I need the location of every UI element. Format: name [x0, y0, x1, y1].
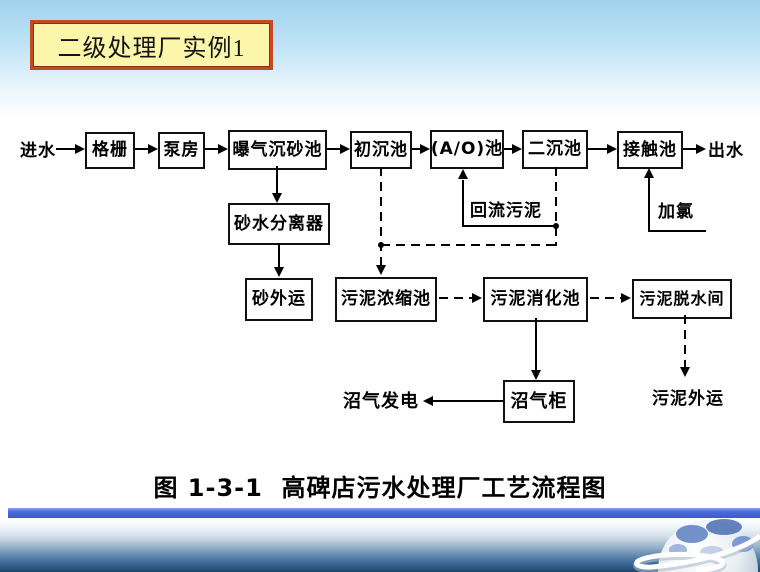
line-excess-sludge-horizontal	[381, 244, 557, 246]
influent-label: 进水	[20, 141, 56, 161]
box-sand-hauling: 砂外运	[245, 278, 313, 321]
box-sludge-thickening-tank: 污泥浓缩池	[335, 277, 437, 322]
box-aerated-grit-chamber: 曝气沉砂池	[228, 130, 327, 170]
globe-graphic	[633, 519, 760, 572]
effluent-label: 出水	[708, 141, 744, 161]
box-sludge-digestion-tank: 污泥消化池	[483, 277, 588, 322]
arrow-return-sludge-to-ao	[458, 169, 468, 179]
box-bar-screen: 格栅	[85, 132, 135, 169]
junction-dot-return-sludge	[553, 223, 559, 229]
return-sludge-label: 回流污泥	[470, 201, 542, 221]
chlorination-label: 加氯	[658, 202, 694, 222]
line-dewatering-to-hauling	[684, 315, 686, 368]
arrow-digester-to-gas-holder	[531, 370, 541, 380]
box-secondary-sedimentation-tank: 二沉池	[522, 130, 588, 169]
slide-title-box: 二级处理厂实例1	[30, 20, 273, 70]
box-contact-tank: 接触池	[617, 131, 683, 169]
box-biogas-holder: 沼气柜	[503, 380, 575, 423]
box-pump-house: 泵房	[158, 132, 205, 169]
line-ao-secondary	[504, 148, 514, 150]
arrow-bar-screen-to-pump	[148, 144, 158, 154]
line-chlorine-underline	[648, 230, 706, 232]
arrow-primary-to-ao	[420, 144, 430, 154]
box-primary-sedimentation-tank: 初沉池	[350, 131, 412, 169]
arrow-secondary-to-contact	[607, 144, 617, 154]
arrow-grit-to-separator	[272, 193, 282, 203]
line-return-sludge-horizontal	[463, 225, 557, 227]
line-bar-screen-pump	[135, 148, 151, 150]
line-digester-to-gas-holder	[535, 318, 537, 371]
arrow-thickener-to-digester	[472, 293, 482, 303]
line-secondary-contact	[588, 148, 608, 150]
line-secondary-sludge-down	[555, 167, 557, 246]
line-separator-to-sand-out	[278, 243, 280, 268]
line-chlorine-vertical	[648, 178, 650, 232]
line-contact-effluent	[683, 148, 697, 150]
arrow-influent-to-bar-screen	[75, 144, 85, 154]
line-thickener-digester	[439, 297, 473, 299]
biogas-power-label: 沼气发电	[343, 391, 419, 412]
arrow-pump-to-grit	[218, 144, 228, 154]
arrow-grit-to-primary	[340, 144, 350, 154]
arrow-digester-to-dewatering	[621, 293, 631, 303]
arrow-dewatering-to-hauling	[680, 367, 690, 377]
arrow-separator-to-sand-out	[274, 267, 284, 277]
line-influent	[56, 148, 78, 150]
sludge-hauling-label: 污泥外运	[652, 389, 724, 409]
line-return-sludge-up	[462, 180, 464, 227]
arrow-contact-to-effluent	[696, 144, 706, 154]
arrow-ao-to-secondary	[512, 144, 522, 154]
slide-title: 二级处理厂实例1	[57, 35, 246, 62]
globe-icon	[600, 512, 760, 572]
figure-caption: 图 1-3-1 高碑店污水处理厂工艺流程图	[153, 474, 607, 502]
arrow-gas-holder-to-power	[423, 396, 433, 406]
box-sludge-dewatering-room: 污泥脱水间	[632, 279, 732, 319]
line-primary-sludge	[380, 167, 382, 266]
arrow-chlorine-to-contact-tank	[644, 168, 654, 178]
line-pump-grit	[205, 148, 221, 150]
footer-ocean-image	[0, 519, 760, 572]
line-gas-holder-to-power	[432, 400, 503, 402]
box-sand-water-separator: 砂水分离器	[228, 203, 330, 245]
box-ao-tank: (A/O)池	[430, 130, 504, 169]
footer-blue-bar	[8, 508, 760, 518]
line-primary-ao	[412, 148, 422, 150]
arrow-primary-sludge-to-thickener	[376, 265, 386, 275]
line-grit-to-separator	[276, 166, 278, 194]
line-digester-dewatering	[590, 297, 622, 299]
line-grit-primary	[327, 148, 343, 150]
